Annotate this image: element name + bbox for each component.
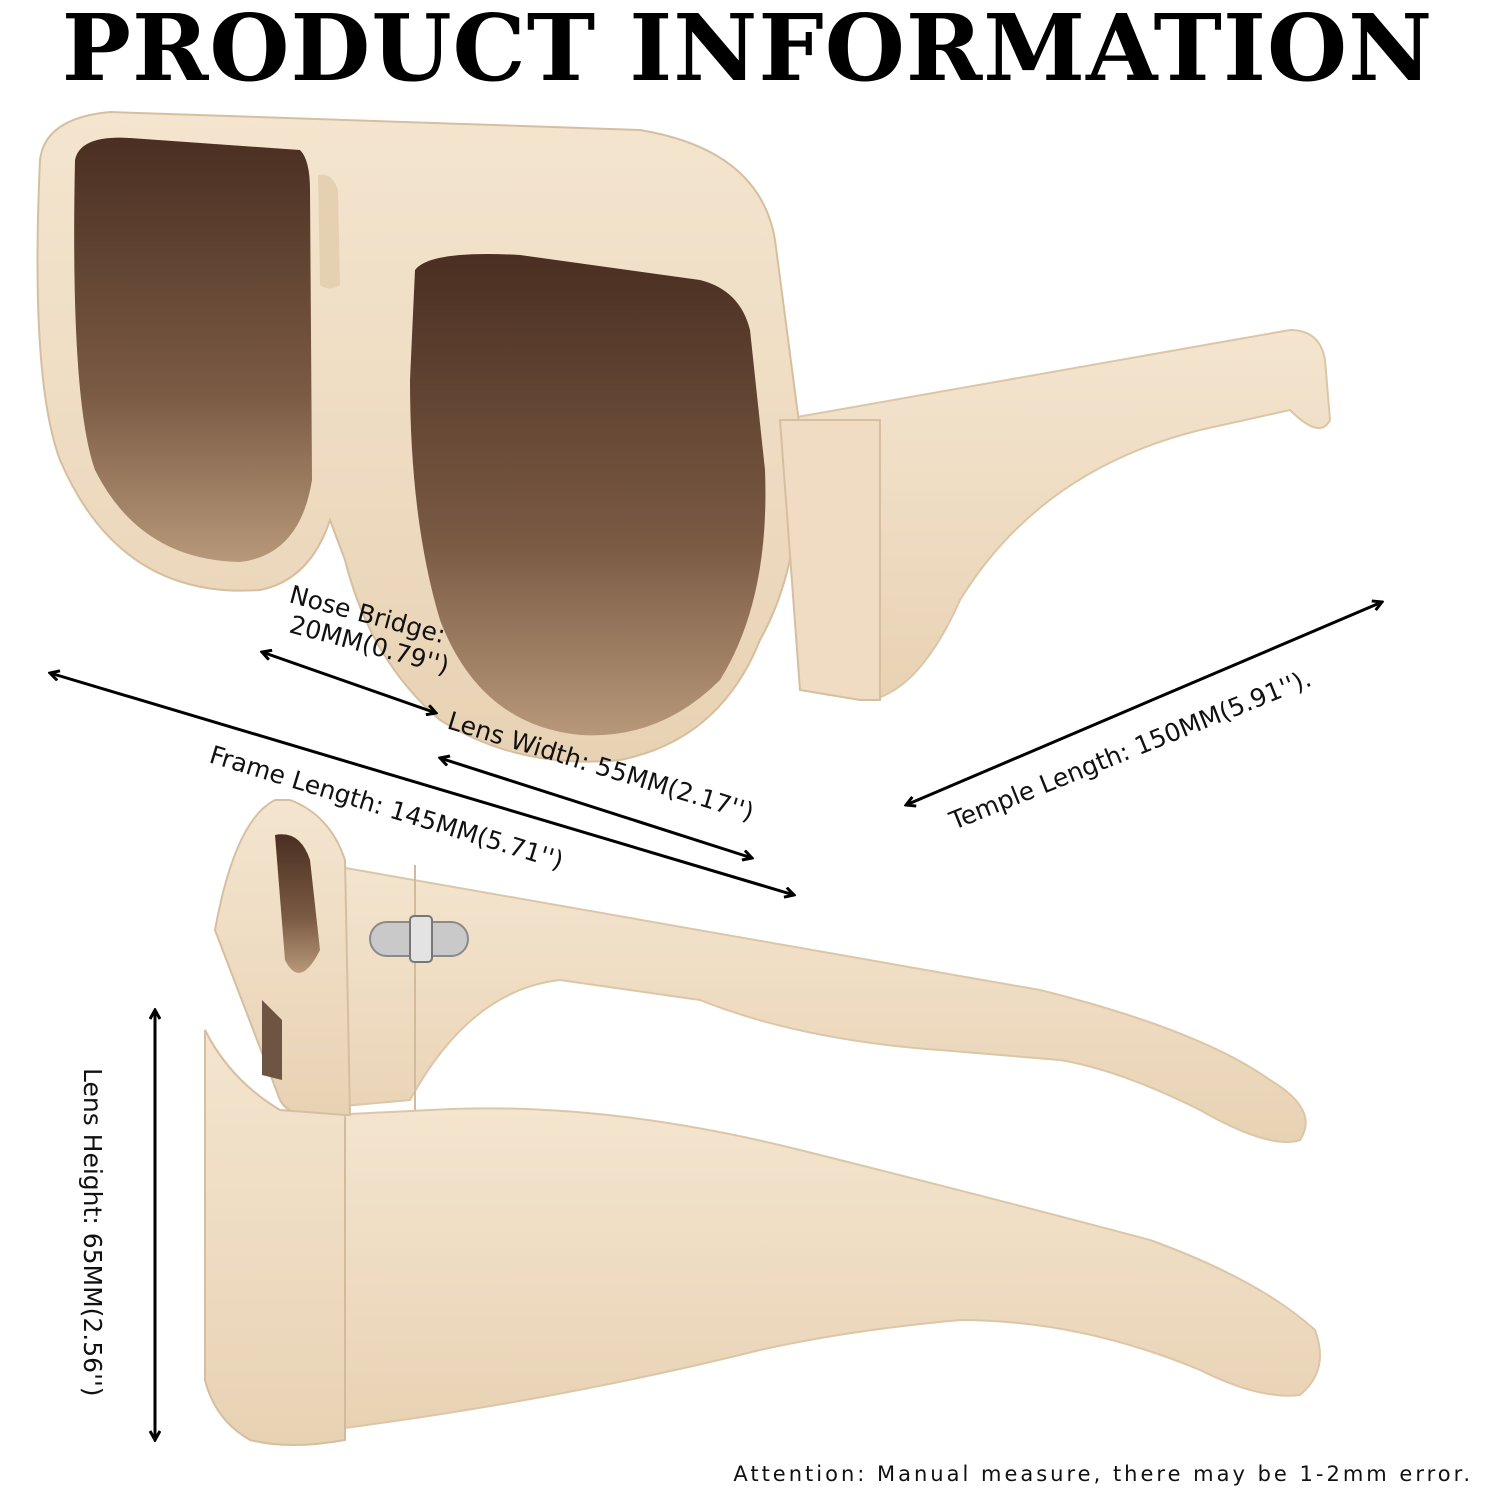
glasses-front-view <box>36 110 1332 763</box>
lens-height-label: Lens Height: 65MM(2.56'') <box>78 1068 107 1397</box>
attention-note: Attention: Manual measure, there may be … <box>733 1462 1473 1486</box>
lens-width-arrow <box>440 758 752 858</box>
hinge-icon <box>369 915 469 963</box>
temple-length-arrow <box>906 602 1382 805</box>
page-title: PRODUCT INFORMATION <box>61 0 1434 102</box>
glasses-side-view <box>204 799 1321 1446</box>
measurement-arrows <box>50 602 1382 1440</box>
temple-length-label: Temple Length: 150MM(5.91''). <box>944 664 1315 836</box>
